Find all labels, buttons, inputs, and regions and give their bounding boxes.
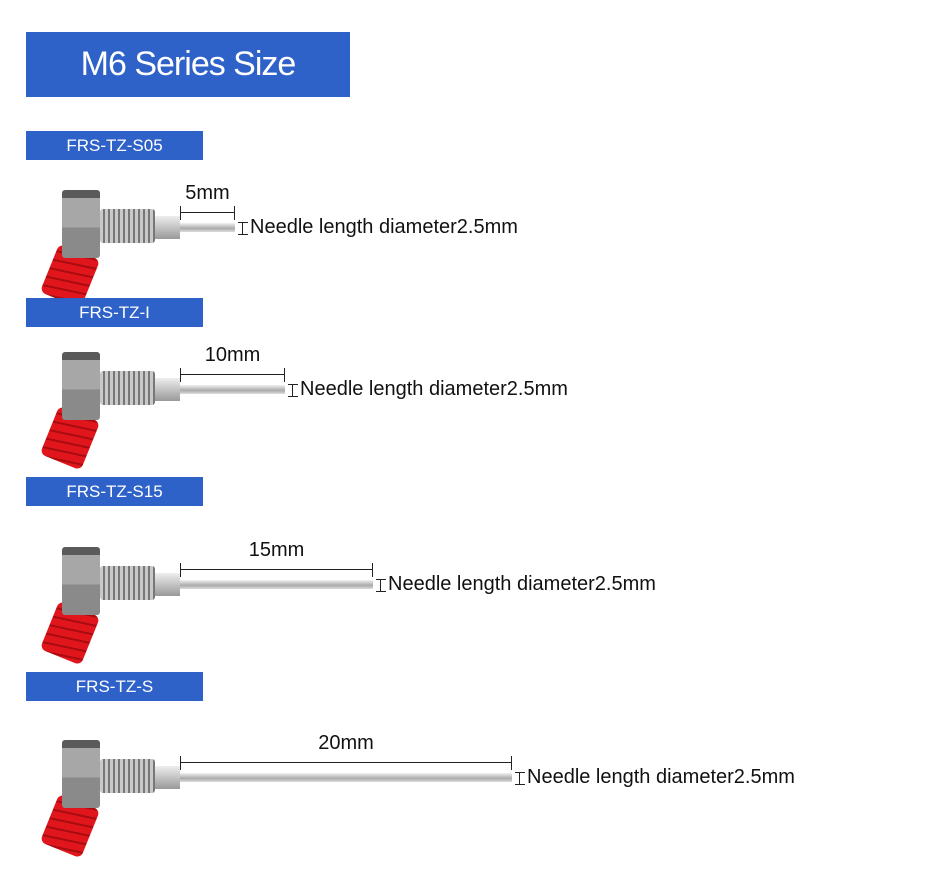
collar-icon [155,573,180,596]
model-label: FRS-TZ-I [26,298,203,327]
thread-icon [100,566,155,600]
page-title: M6 Series Size [26,32,350,97]
needle-description: Needle length diameter2.5mm [300,378,568,400]
needle-length: 10mm [204,344,261,366]
needle-icon [180,773,512,782]
diameter-marker-icon [376,579,386,592]
collar-icon [155,766,180,789]
needle-length: 20mm [318,732,374,754]
diameter-marker-icon [515,772,525,785]
dimension-line [180,206,235,220]
model-label: FRS-TZ-S05 [26,131,203,160]
model-label: FRS-TZ-S15 [26,477,203,506]
dimension-line [180,368,285,382]
model-label: FRS-TZ-S [26,672,203,701]
hex-head-icon [62,547,100,615]
thread-icon [100,209,155,243]
needle-description: Needle length diameter2.5mm [250,216,518,238]
diameter-marker-icon [288,384,298,397]
collar-icon [155,378,180,401]
thread-icon [100,759,155,793]
collar-icon [155,216,180,239]
needle-icon [180,385,285,394]
thread-icon [100,371,155,405]
needle-length: 15mm [248,539,305,561]
dimension-line [180,563,373,577]
hex-head-icon [62,352,100,420]
needle-description: Needle length diameter2.5mm [527,766,795,788]
diameter-marker-icon [238,222,248,235]
needle-icon [180,580,373,589]
needle-icon [180,223,235,232]
needle-length: 5mm [185,182,230,204]
needle-description: Needle length diameter2.5mm [388,573,656,595]
hex-head-icon [62,190,100,258]
dimension-line [180,756,512,770]
hex-head-icon [62,740,100,808]
